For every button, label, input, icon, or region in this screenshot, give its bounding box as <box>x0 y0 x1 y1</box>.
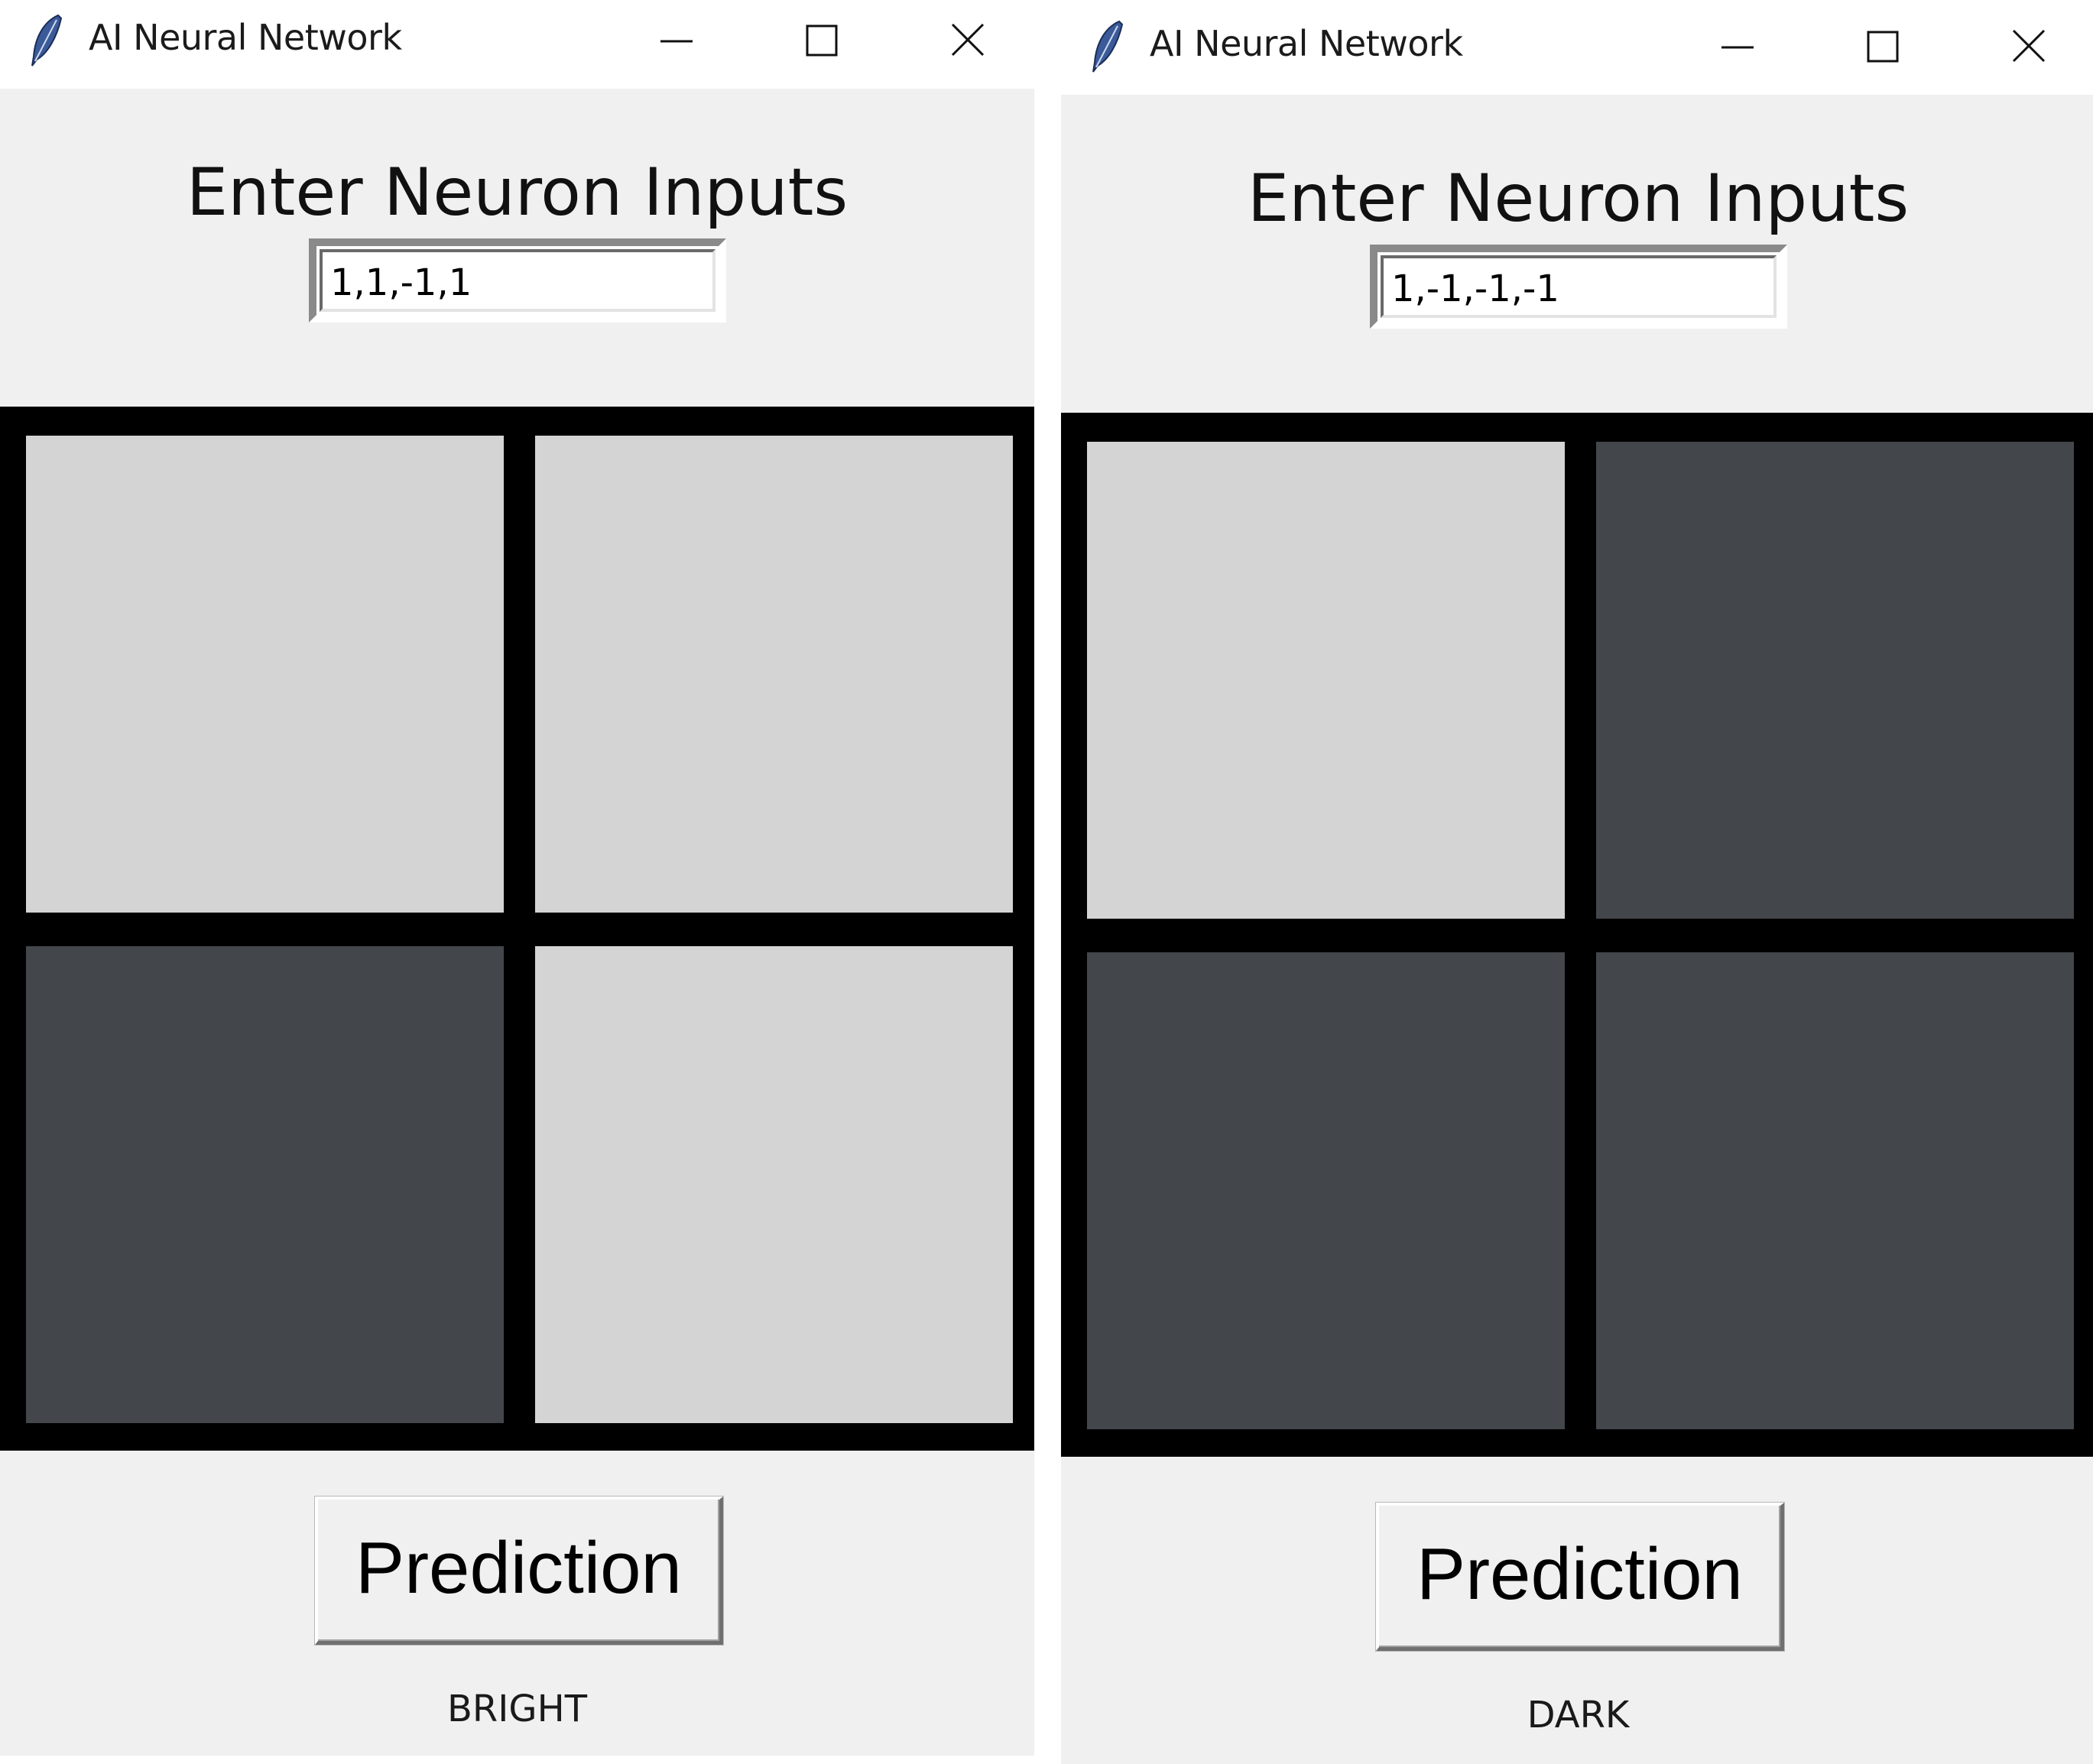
neuron-cell-0 <box>1087 442 1565 919</box>
window-right: AI Neural Network Enter Neuron Inputs 1,… <box>1061 6 2093 1764</box>
prediction-button[interactable]: Prediction <box>1376 1503 1784 1651</box>
neuron-cell-3 <box>1596 952 2074 1429</box>
maximize-icon[interactable] <box>787 11 856 72</box>
prediction-result: DARK <box>1527 1694 1630 1736</box>
close-icon[interactable] <box>934 11 1003 72</box>
neuron-cell-0 <box>26 436 504 913</box>
neuron-cell-2 <box>1087 952 1565 1429</box>
neuron-input-field[interactable]: 1,-1,-1,-1 <box>1381 255 1777 318</box>
neuron-grid <box>1061 413 2093 1457</box>
window-title: AI Neural Network <box>89 17 402 58</box>
minimize-icon[interactable] <box>1703 17 1772 78</box>
feather-icon <box>1090 20 1125 73</box>
window-title: AI Neural Network <box>1150 23 1463 64</box>
neuron-input-frame[interactable]: 1,-1,-1,-1 <box>1370 245 1787 329</box>
window-left: AI Neural Network Enter Neuron Inputs 1,… <box>0 0 1034 1756</box>
feather-icon <box>29 14 64 67</box>
prediction-result: BRIGHT <box>446 1688 588 1730</box>
neuron-input-frame[interactable]: 1,1,-1,1 <box>309 238 726 323</box>
title-bar[interactable]: AI Neural Network <box>1061 6 2093 95</box>
close-icon[interactable] <box>1995 17 2064 78</box>
neuron-grid <box>0 407 1034 1451</box>
heading-label: Enter Neuron Inputs <box>186 154 849 231</box>
neuron-cell-3 <box>535 946 1013 1423</box>
heading-label: Enter Neuron Inputs <box>1247 161 1910 237</box>
neuron-cell-1 <box>535 436 1013 913</box>
maximize-icon[interactable] <box>1848 17 1917 78</box>
neuron-cell-1 <box>1596 442 2074 919</box>
prediction-button[interactable]: Prediction <box>315 1496 723 1645</box>
neuron-cell-2 <box>26 946 504 1423</box>
neuron-input-field[interactable]: 1,1,-1,1 <box>320 249 716 312</box>
title-bar[interactable]: AI Neural Network <box>0 0 1034 89</box>
minimize-icon[interactable] <box>642 11 711 72</box>
